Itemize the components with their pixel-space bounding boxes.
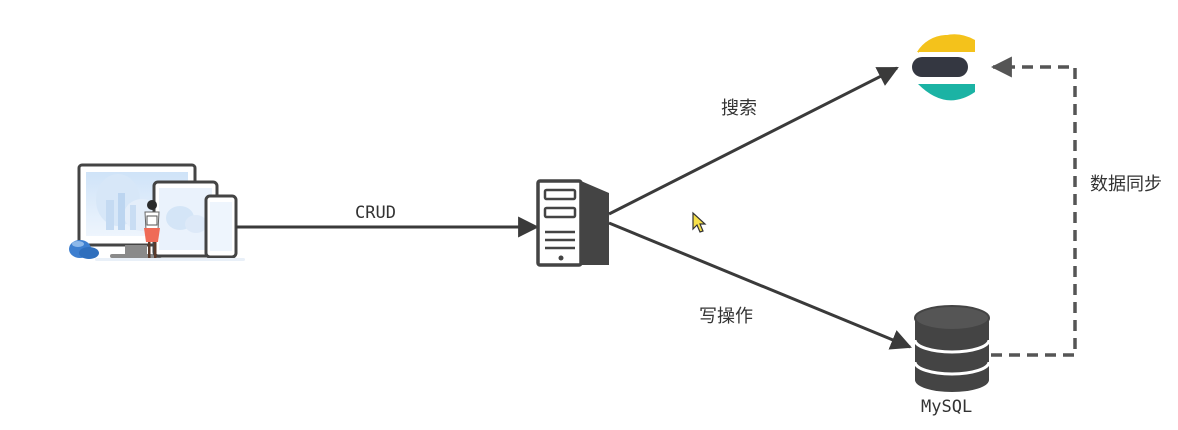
search-label: 搜索 [721,98,757,119]
crud-label: CRUD [355,203,396,223]
write-operation-label: 写操作 [699,306,753,327]
search-arrow [608,66,899,216]
data-sync-label: 数据同步 [1090,174,1162,195]
devices-illustration-icon [69,163,245,261]
elasticsearch-logo-icon [912,34,975,101]
mouse-cursor-icon [692,211,707,233]
mysql-label: MySQL [921,397,973,417]
sync-dashed-arrow [990,56,1077,357]
mysql-database-icon [913,305,991,392]
server-icon [536,179,609,267]
write-arrow [608,221,912,350]
